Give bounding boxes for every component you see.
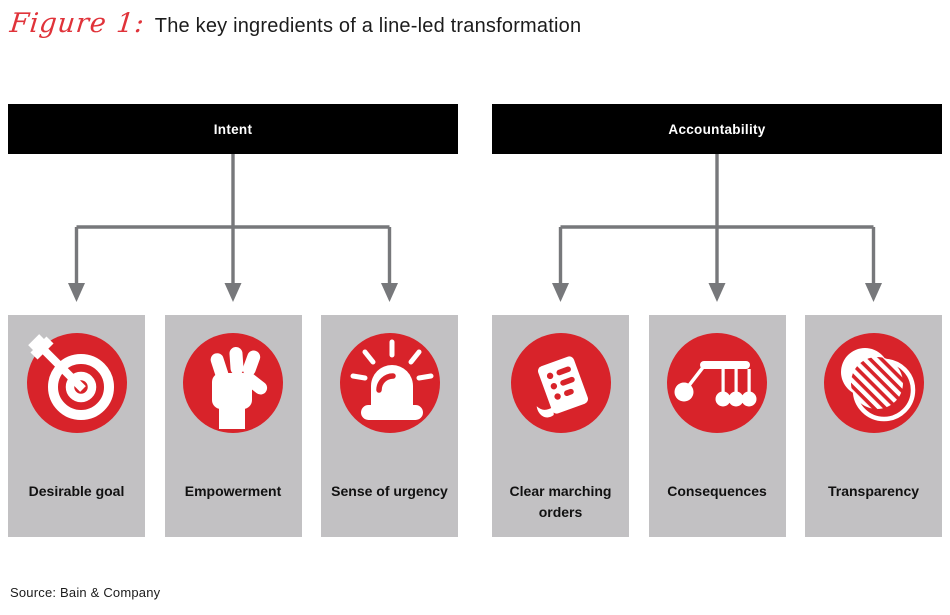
connector-lines-accountability	[552, 154, 882, 302]
source-note: Source: Bain & Company	[10, 585, 161, 600]
target-arrow-icon	[26, 333, 127, 433]
raised-fist-icon	[183, 333, 283, 433]
group-header-intent-label: Intent	[213, 121, 253, 137]
ingredient-label: Empowerment	[184, 483, 282, 499]
ingredient-card-empowerment: Empowerment	[164, 315, 302, 537]
siren-icon	[339, 333, 440, 433]
ingredient-label: Sense of urgency	[331, 483, 448, 499]
accountability-boxes-row: Clear marching orders	[492, 315, 942, 537]
ingredient-label: Clear marching orders	[509, 483, 612, 520]
group-header-accountability: Accountability	[492, 104, 942, 154]
ingredient-label: Consequences	[667, 483, 767, 499]
marching-orders-document-icon	[510, 333, 611, 433]
figure-title-text: The key ingredients of a line-led transf…	[154, 15, 582, 37]
group-accountability: Accountability	[492, 104, 942, 537]
figure-title: Figure 1: The key ingredients of a line-…	[8, 8, 582, 39]
ingredient-label: Transparency	[827, 483, 920, 499]
intent-boxes-row: Desirable goal Empowerment	[8, 315, 458, 537]
figure-number-label: Figure 1:	[8, 8, 147, 39]
ingredient-card-consequences: Consequences	[648, 315, 786, 537]
ingredient-card-desirable-goal: Desirable goal	[8, 315, 145, 537]
transparency-circles-icon	[823, 333, 924, 433]
newtons-cradle-icon	[667, 333, 767, 433]
group-header-intent: Intent	[8, 104, 458, 154]
group-header-accountability-label: Accountability	[668, 121, 766, 137]
ingredient-card-transparency: Transparency	[805, 315, 942, 537]
ingredient-card-sense-of-urgency: Sense of urgency	[321, 315, 458, 537]
group-intent: Intent Desirable goal	[8, 104, 458, 537]
connector-lines-intent	[68, 154, 398, 302]
ingredient-label: Desirable goal	[28, 483, 125, 499]
ingredient-card-clear-marching-orders: Clear marching orders	[492, 315, 629, 537]
